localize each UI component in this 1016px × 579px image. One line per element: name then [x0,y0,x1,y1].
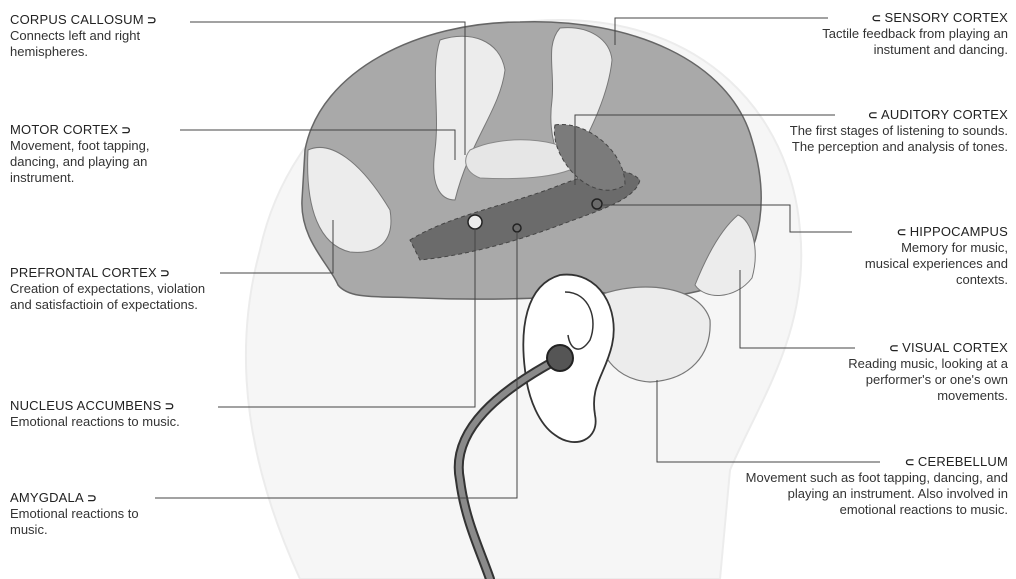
amygdala-title: AMYGDALA [10,490,84,505]
earbud [547,345,573,371]
nucleus-accumbens-marker [468,215,482,229]
visual-cortex-title: VISUAL CORTEX [902,340,1008,355]
pointer-icon: ⊂ [871,11,881,25]
prefrontal-cortex-desc: Creation of expectations, violation and … [10,281,220,313]
corpus-callosum-title: CORPUS CALLOSUM [10,12,144,27]
hippocampus-title: HIPPOCAMPUS [910,224,1008,239]
cerebellum-label: ⊂CEREBELLUM Movement such as foot tappin… [738,454,1008,518]
corpus-callosum-label: CORPUS CALLOSUM⊃ Connects left and right… [10,12,190,60]
motor-cortex-desc: Movement, foot tapping, dancing, and pla… [10,138,160,186]
visual-cortex-desc: Reading music, looking at a performer's … [833,356,1008,404]
prefrontal-cortex-title: PREFRONTAL CORTEX [10,265,157,280]
hippocampus-desc: Memory for music, musical experiences an… [858,240,1008,288]
pointer-icon: ⊃ [87,491,97,505]
auditory-cortex-label: ⊂AUDITORY CORTEX The first stages of lis… [768,107,1008,155]
nucleus-accumbens-title: NUCLEUS ACCUMBENS [10,398,162,413]
nucleus-accumbens-label: NUCLEUS ACCUMBENS⊃ Emotional reactions t… [10,398,225,430]
cerebellum-title: CEREBELLUM [918,454,1008,469]
pointer-icon: ⊃ [147,13,157,27]
amygdala-label: AMYGDALA⊃ Emotional reactions to music. [10,490,170,538]
pointer-icon: ⊂ [868,108,878,122]
visual-cortex-label: ⊂VISUAL CORTEX Reading music, looking at… [808,340,1008,404]
pointer-icon: ⊃ [165,399,175,413]
pointer-icon: ⊃ [121,123,131,137]
hippocampus-label: ⊂ HIPPOCAMPUS Memory for music, musical e… [808,224,1008,288]
auditory-cortex-title: AUDITORY CORTEX [881,107,1008,122]
sensory-cortex-label: ⊂ SENSORY CORTEX Tactile feedback from pl… [768,10,1008,58]
pointer-icon: ⊃ [160,266,170,280]
nucleus-accumbens-desc: Emotional reactions to music. [10,414,200,430]
cerebellum-desc: Movement such as foot tapping, dancing, … [743,470,1008,518]
auditory-cortex-desc: The first stages of listening to sounds.… [773,123,1008,155]
pointer-icon: ⊂ [905,455,915,469]
pointer-icon: ⊂ [896,225,906,239]
motor-cortex-label: MOTOR CORTEX⊃ Movement, foot tapping, da… [10,122,180,186]
prefrontal-cortex-label: PREFRONTAL CORTEX⊃ Creation of expectati… [10,265,225,313]
corpus-callosum-desc: Connects left and right hemispheres. [10,28,150,60]
pointer-icon: ⊂ [889,341,899,355]
sensory-cortex-desc: Tactile feedback from playing an instume… [778,26,1008,58]
amygdala-desc: Emotional reactions to music. [10,506,160,538]
motor-cortex-title: MOTOR CORTEX [10,122,118,137]
sensory-cortex-title: SENSORY CORTEX [885,10,1008,25]
